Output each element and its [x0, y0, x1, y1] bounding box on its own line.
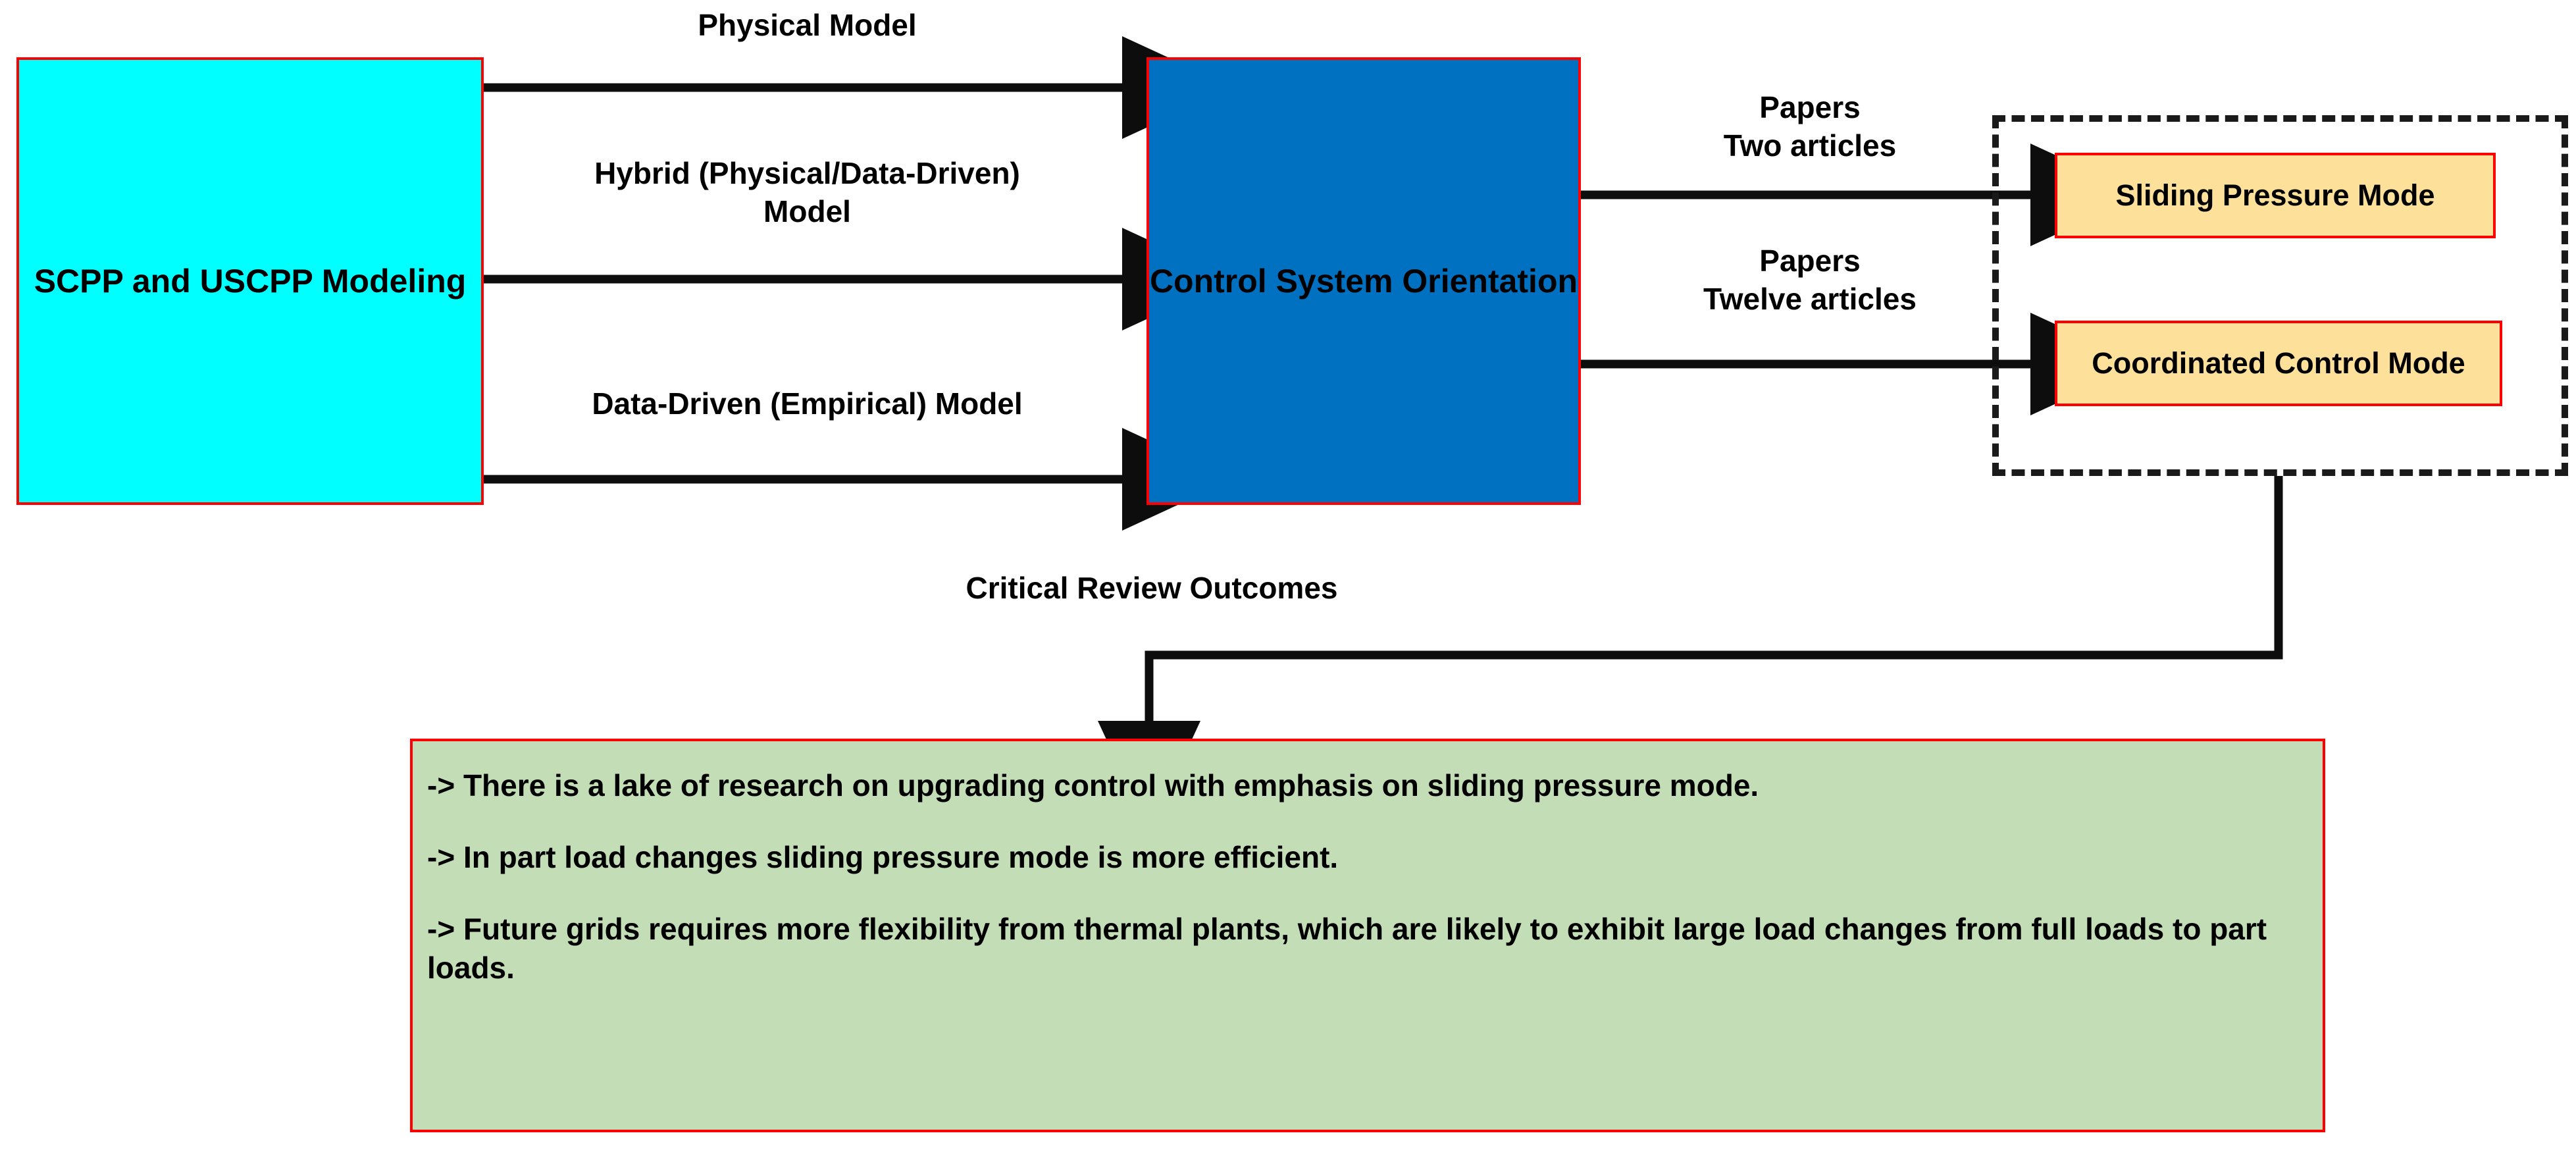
node-control-system-orientation-label: Control System Orientation — [1149, 262, 1578, 300]
edge-label-papers-twelve-articles: Papers Twelve articles — [1580, 242, 2040, 318]
node-sliding-pressure-mode[interactable]: Sliding Pressure Mode — [2055, 153, 2496, 238]
node-coordinated-control-mode[interactable]: Coordinated Control Mode — [2055, 321, 2502, 406]
edge-label-hybrid-line1: Hybrid (Physical/Data-Driven) — [594, 156, 1020, 190]
outcome-item: -> There is a lake of research on upgrad… — [427, 768, 1759, 802]
edge-label-papers-two-line2: Two articles — [1723, 128, 1897, 163]
control-modes-group — [1992, 115, 2568, 476]
edge-label-hybrid-model: Hybrid (Physical/Data-Driven) Model — [484, 155, 1131, 230]
outcome-item: -> In part load changes sliding pressure… — [427, 839, 1339, 874]
node-scpp-uscpp-modeling[interactable]: SCPP and USCPP Modeling — [16, 57, 484, 505]
node-coordinated-control-mode-label: Coordinated Control Mode — [2092, 346, 2465, 380]
node-scpp-uscpp-modeling-label: SCPP and USCPP Modeling — [34, 262, 467, 300]
edge-label-papers-two-line1: Papers — [1759, 90, 1861, 124]
node-control-system-orientation[interactable]: Control System Orientation — [1146, 57, 1581, 505]
edge-label-critical-review-outcomes: Critical Review Outcomes — [966, 571, 1338, 605]
edge-label-papers-twelve-line2: Twelve articles — [1703, 281, 1917, 316]
critical-review-outcomes-panel: -> There is a lake of research on upgrad… — [410, 739, 2325, 1132]
edge-label-papers-twelve-line1: Papers — [1759, 244, 1861, 278]
node-sliding-pressure-mode-label: Sliding Pressure Mode — [2115, 178, 2435, 212]
edge-label-data-driven-model: Data-Driven (Empirical) Model — [592, 386, 1023, 421]
edge-label-papers-two-articles: Papers Two articles — [1580, 89, 2040, 165]
outcome-item: -> Future grids requires more flexibilit… — [427, 911, 2267, 985]
edge-label-hybrid-line2: Model — [763, 194, 851, 228]
edge-label-physical-model: Physical Model — [698, 8, 917, 42]
